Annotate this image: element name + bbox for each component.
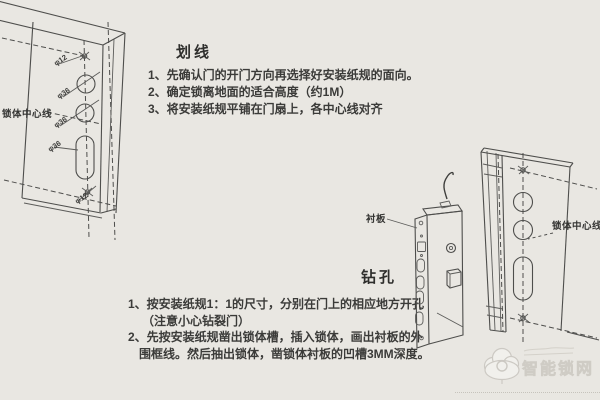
- drilling-step-2: 2、先按安装纸规凿出锁体槽，插入锁体，画出衬板的外: [128, 330, 423, 344]
- dim-label-slot: φ36: [46, 139, 62, 154]
- lock-body-outline: [423, 201, 463, 344]
- lining-plate-label: 衬板: [366, 213, 386, 225]
- lining-plate-callout: 衬板: [366, 213, 417, 228]
- marking-step-2: 2、确定锁离地面的适合高度（约1M）: [148, 85, 352, 99]
- right-door-top-hole-mark: [518, 166, 529, 174]
- marking-section-title: 划线: [176, 44, 213, 61]
- lock-side-details: [437, 244, 463, 328]
- dim-label-cylinder-2: φ36: [52, 115, 68, 130]
- left-door-construction-lines: [2, 22, 116, 240]
- drilling-step-2-cont: 围框线。然后抽出锁体，凿锁体衬板的凹槽3MM深度。: [139, 346, 430, 361]
- lock-faceplate: [415, 215, 429, 348]
- bottom-screw-hole-mark: [78, 186, 96, 201]
- right-door-bottom-hole-mark: [518, 314, 529, 322]
- marking-step-3: 3、将安装纸规平铺在门扇上，各中心线对齐: [148, 102, 383, 116]
- lock-cable: [444, 173, 453, 199]
- left-door-centerline-label: 锁体中心线: [2, 108, 52, 120]
- right-door-construction-lines: [498, 153, 597, 342]
- marking-step-1: 1、先确认门的开门方向再选择好安装纸规的面向。: [148, 68, 419, 82]
- watermark-brand-text: 智能锁网: [522, 359, 594, 378]
- marking-steps: 1、先确认门的开门方向再选择好安装纸规的面向。 2、确定锁离地面的适合高度（约1…: [148, 67, 419, 118]
- cylinder-hole-1: [63, 72, 100, 97]
- dim-label-top-hole: φ12: [52, 53, 68, 68]
- right-door-drawing: 锁体中心线: [455, 138, 600, 378]
- drilling-step-1: 1、按安装纸规1：1的尺寸，分别在门上的相应地方开孔: [128, 297, 425, 311]
- left-door-outline: [0, 0, 125, 218]
- right-door-outline: [481, 148, 599, 340]
- cloud-logo-icon: [485, 349, 520, 385]
- drilling-steps: 1、按安装纸规1：1的尺寸，分别在门上的相应地方开孔 （注意小心钻裂门） 2、先…: [128, 296, 430, 362]
- handle-slot-hole: [54, 136, 94, 179]
- cylinder-hole-2: [60, 100, 99, 126]
- left-door-drawing: φ12 φ36 φ36 φ36 φ12 锁体中心线: [0, 0, 150, 245]
- bottom-dotted-line: [455, 392, 600, 393]
- dim-label-cylinder-1: φ36: [55, 86, 71, 101]
- right-door-cylinder-holes: [514, 193, 533, 240]
- drilling-step-1-note: （注意小心钻裂门）: [142, 313, 251, 328]
- right-door-centerline-label: 锁体中心线: [552, 220, 600, 232]
- watermark-script-line: [524, 348, 574, 355]
- watermark: 智能锁网: [476, 340, 594, 395]
- right-door-handle-slot: [514, 257, 533, 300]
- drilling-section-title: 钻孔: [361, 269, 398, 286]
- top-screw-hole-mark: [59, 52, 90, 64]
- lock-body-drawing: 衬板: [366, 158, 480, 358]
